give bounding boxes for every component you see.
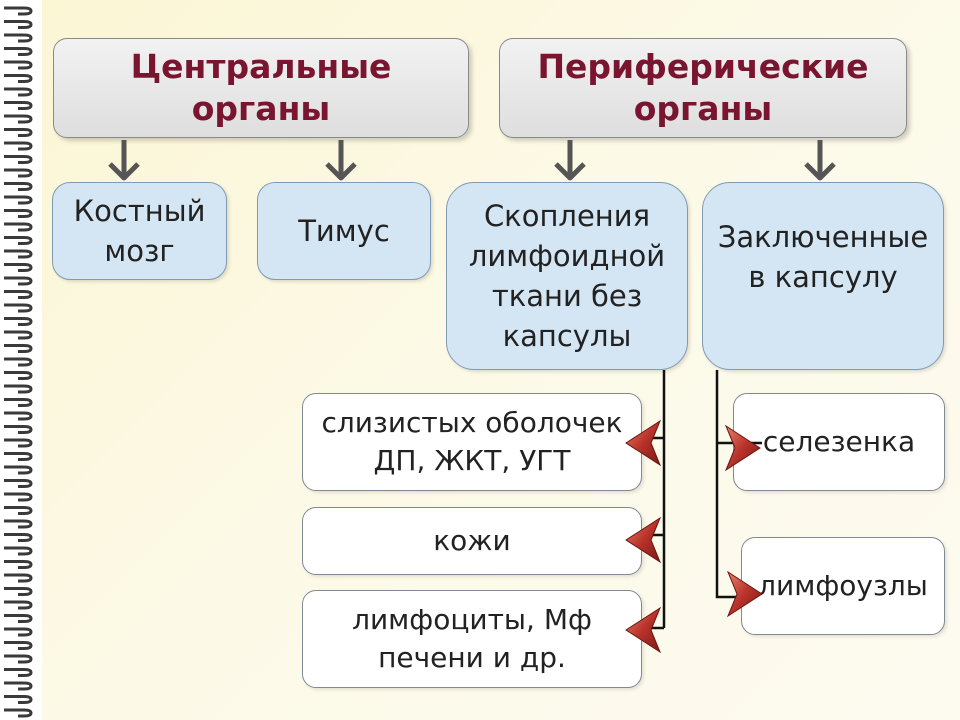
- spiral-ring: [4, 533, 33, 542]
- spiral-ring: [4, 155, 33, 164]
- spiral-ring: [4, 344, 33, 353]
- spiral-ring: [4, 573, 33, 583]
- bone-marrow-label: Костный мозг: [73, 194, 206, 268]
- spiral-ring: [4, 587, 33, 596]
- spiral-ring: [4, 168, 33, 178]
- mucosa-box: слизистых оболочек ДП, ЖКТ, УГТ: [302, 393, 642, 491]
- spiral-ring: [4, 195, 33, 205]
- liver-lymphocytes-label: лимфоциты, Мф печени и др.: [352, 603, 592, 674]
- down-arrow-icon: [108, 140, 140, 181]
- spiral-ring: [4, 452, 33, 461]
- spiral-ring: [4, 209, 33, 218]
- spiral-ring: [4, 398, 33, 407]
- mucosa-label: слизистых оболочек ДП, ЖКТ, УГТ: [321, 406, 623, 477]
- spiral-ring: [4, 384, 33, 394]
- spiral-ring: [4, 668, 33, 677]
- red-arrow-left-icon: [625, 606, 662, 654]
- encapsulated-label: Заключенные в капсулу: [717, 220, 929, 294]
- spiral-ring: [4, 546, 33, 556]
- spiral-ring: [4, 60, 33, 70]
- spiral-ring: [4, 87, 33, 97]
- spiral-ring: [4, 33, 33, 43]
- down-arrow-icon: [804, 140, 836, 181]
- encapsulated-box: Заключенные в капсулу: [702, 182, 944, 370]
- spiral-ring: [4, 708, 33, 718]
- spiral-ring: [4, 411, 33, 421]
- spiral-ring: [4, 519, 33, 529]
- spiral-ring: [4, 560, 33, 569]
- spiral-ring: [4, 479, 33, 488]
- spiral-ring: [4, 506, 33, 515]
- spiral-ring: [4, 654, 33, 664]
- spiral-ring: [4, 263, 33, 272]
- spiral-ring: [4, 128, 33, 137]
- spiral-ring: [4, 141, 33, 151]
- spiral-ring: [4, 465, 33, 475]
- spiral-ring: [4, 357, 33, 367]
- spiral-ring: [4, 182, 33, 191]
- down-arrow-icon: [325, 140, 357, 181]
- spiral-ring: [4, 74, 33, 83]
- lymph-nodes-label: лимфоузлы: [758, 569, 928, 602]
- spiral-ring: [4, 47, 33, 56]
- thymus-box: Тимус: [257, 182, 431, 280]
- notebook-spiral-binding: [4, 6, 33, 718]
- unencapsulated-bracket-line: [650, 370, 666, 630]
- peripheral-organs-header: Периферические органы: [499, 38, 907, 138]
- bone-marrow-box: Костный мозг: [52, 182, 227, 280]
- spiral-ring: [4, 317, 33, 326]
- spiral-ring: [4, 641, 33, 650]
- spiral-ring: [4, 249, 33, 259]
- spiral-ring: [4, 290, 33, 299]
- red-arrow-left-icon: [625, 419, 662, 467]
- unencapsulated-lymphoid-box: Скопления лимфоидной ткани без капсулы: [446, 182, 688, 370]
- spiral-ring: [4, 303, 33, 313]
- spiral-ring: [4, 695, 33, 704]
- central-organs-header: Центральные органы: [53, 38, 469, 138]
- spiral-ring: [4, 627, 33, 637]
- encapsulated-bracket-line: [715, 370, 762, 599]
- down-arrow-icon: [554, 140, 586, 181]
- spiral-ring: [4, 492, 33, 502]
- thymus-label: Тимус: [298, 214, 390, 248]
- spiral-ring: [4, 222, 33, 232]
- spiral-ring: [4, 425, 33, 434]
- red-arrow-right-icon: [724, 424, 761, 472]
- unencapsulated-lymphoid-label: Скопления лимфоидной ткани без капсулы: [468, 199, 666, 353]
- spiral-ring: [4, 681, 33, 691]
- lymph-nodes-box: лимфоузлы: [741, 537, 945, 635]
- spleen-box: селезенка: [733, 393, 945, 491]
- spiral-ring: [4, 330, 33, 340]
- liver-lymphocytes-box: лимфоциты, Мф печени и др.: [302, 590, 642, 688]
- spiral-ring: [4, 614, 33, 623]
- red-arrow-left-icon: [625, 516, 662, 564]
- spiral-ring: [4, 276, 33, 286]
- spiral-ring: [4, 114, 33, 124]
- skin-label: кожи: [433, 524, 511, 557]
- spleen-label: селезенка: [762, 425, 916, 458]
- spiral-ring: [4, 101, 33, 110]
- peripheral-organs-header-text: Периферические органы: [537, 47, 869, 128]
- spiral-ring: [4, 438, 33, 448]
- spiral-ring: [4, 236, 33, 245]
- red-arrow-right-icon: [726, 570, 763, 618]
- central-organs-header-text: Центральные органы: [130, 47, 392, 128]
- spiral-ring: [4, 6, 33, 16]
- spiral-ring: [4, 600, 33, 610]
- spiral-ring: [4, 371, 33, 380]
- spiral-ring: [4, 20, 33, 29]
